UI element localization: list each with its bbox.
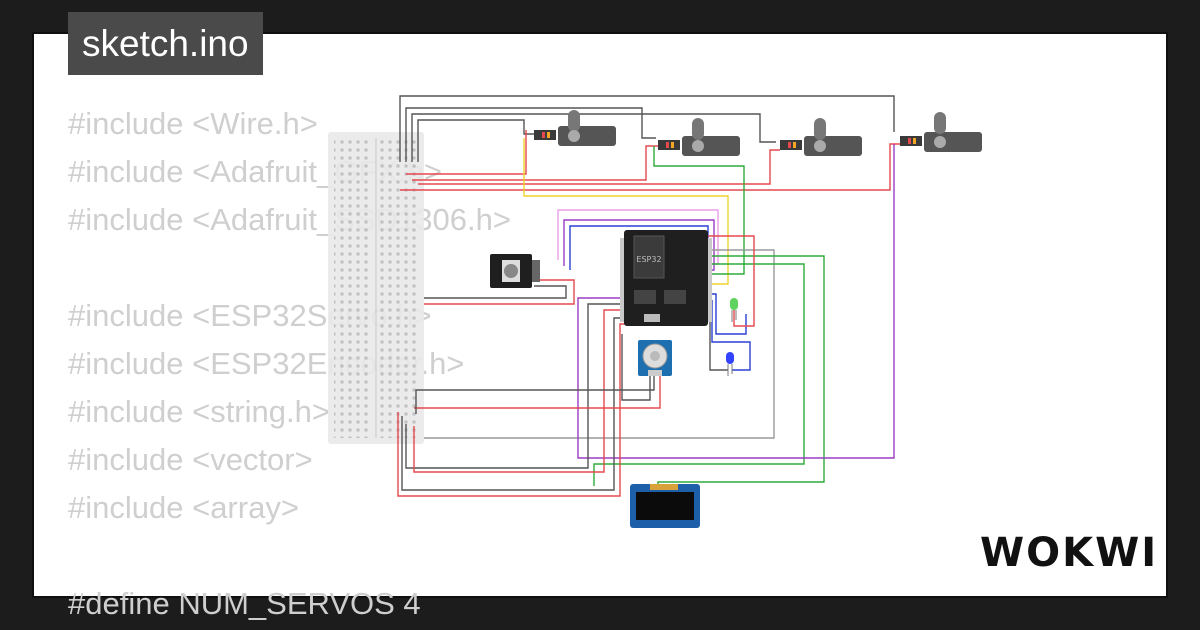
rotary-encoder[interactable] [490,254,540,288]
servo-3[interactable] [780,118,862,156]
breadboard [328,132,424,444]
servo-4[interactable] [900,112,982,152]
wire-yellow [523,138,729,285]
wire-black [709,314,728,371]
wire-gray [424,249,775,439]
code-line: #include <Wire.h> [68,106,318,141]
code-line: #include <vector> [68,442,313,477]
wire-black [621,334,651,401]
code-line: #define NUM_SERVOS 4 [68,586,421,621]
code-line: #include <array> [68,490,299,525]
wire-green [653,146,745,275]
oled-display[interactable] [630,484,700,528]
esp32-label: ESP32 [636,255,661,264]
potentiometer[interactable] [638,340,672,376]
wire-black [415,376,655,414]
wire-red [424,279,575,305]
esp32-board[interactable]: ESP32 [620,230,712,326]
wire-black [424,285,567,299]
wire-red [406,130,527,175]
preview-canvas: #include <Wire.h> #include <Adafruit_GFX… [32,32,1168,621]
servo-1[interactable] [534,110,616,146]
green-led[interactable] [730,298,738,322]
wire-green [657,255,825,486]
file-tab[interactable]: sketch.ino [68,12,263,75]
wire-blue [706,293,747,335]
circuit-diagram: ESP32 [328,95,982,528]
wire-red [706,235,755,327]
wire-red [400,143,900,191]
wire-black [405,303,622,469]
wire-black [411,113,776,162]
servo-2[interactable] [658,118,740,156]
file-tab-label: sketch.ino [82,23,249,64]
wire-blue [711,300,751,371]
wire-red [418,149,780,185]
wire-red [413,309,622,473]
wire-purple [577,144,895,459]
wire-black [399,95,895,162]
wire-black [417,119,534,162]
wire-red [414,376,661,409]
code-line: #include <string.h> [68,394,330,429]
svg-text:WOKWI: WOKWI [980,530,1158,576]
wire-red [412,145,658,181]
blue-led[interactable] [726,352,734,376]
wokwi-logo: WOKWI [980,530,1156,576]
wire-black [405,107,656,162]
